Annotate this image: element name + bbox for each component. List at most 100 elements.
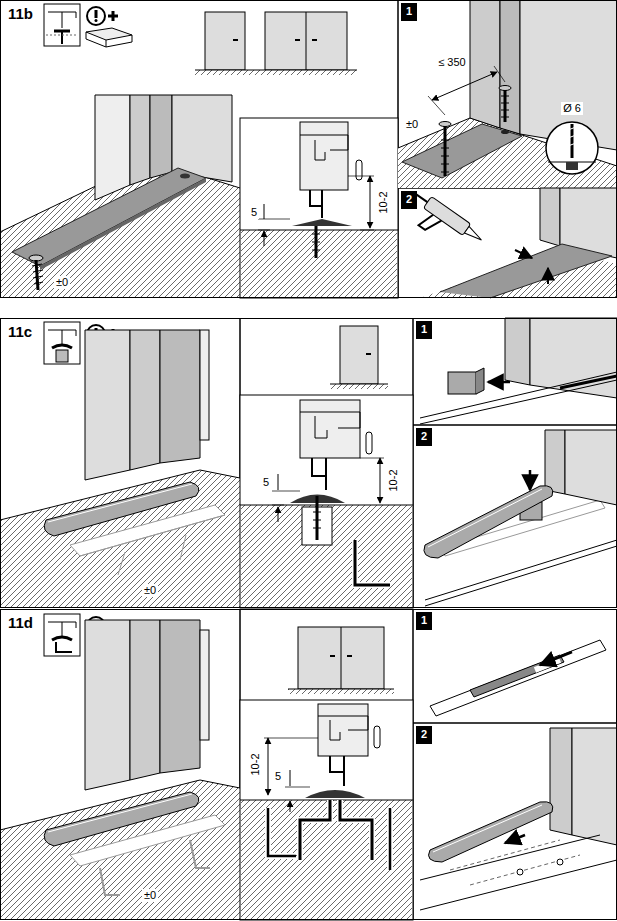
illustration-path [160, 330, 200, 463]
illustration-path [432, 72, 497, 100]
illustration-path [428, 489, 542, 547]
dimension-label: ±0 [54, 276, 70, 289]
illustration-path [240, 800, 413, 801]
illustration-rect [366, 432, 372, 454]
illustration-rect [265, 12, 347, 70]
illustration-path [464, 226, 483, 243]
illustration-ellipse [180, 174, 190, 179]
step-number-box: 2 [401, 191, 417, 209]
figure-panel: 11b12 [0, 0, 617, 298]
step-number: 2 [416, 726, 432, 742]
step-number: 1 [416, 321, 432, 337]
illustration-path [310, 190, 322, 218]
illustration-path [278, 474, 279, 522]
illustration-rect [300, 400, 360, 458]
illustration-path [48, 622, 76, 636]
illustration-path [306, 12, 307, 70]
illustration-path [529, 470, 532, 490]
illustration-circle [517, 869, 523, 875]
illustration-path [85, 620, 130, 790]
dimension-label: 5 [249, 206, 259, 219]
illustration-path [370, 176, 371, 228]
illustration-path [108, 11, 118, 21]
illustration-rect [205, 12, 245, 70]
dimension-label: Ø 6 [561, 102, 583, 115]
illustration-rect [255, 70, 357, 75]
illustration-path [300, 800, 372, 860]
illustration-path [355, 540, 390, 585]
illustration-circle [546, 122, 598, 174]
step-number-box: 2 [416, 428, 432, 446]
illustration-path [540, 188, 560, 246]
illustration-path [264, 738, 318, 739]
illustration-path [430, 640, 606, 716]
step-number: 2 [401, 191, 417, 207]
illustration-path [240, 318, 617, 608]
illustration-rect [240, 700, 413, 920]
illustration-path [500, 0, 520, 134]
illustration-path [547, 268, 549, 284]
step-number-box: 2 [416, 726, 432, 744]
illustration-path [313, 512, 321, 528]
illustration-path [233, 39, 238, 41]
illustration-rect [95, 10, 98, 18]
illustration-path [0, 780, 240, 920]
illustration-ellipse [499, 86, 511, 91]
illustration-path [130, 330, 160, 470]
illustration-path [130, 620, 160, 780]
illustration-path [48, 484, 192, 522]
illustration-circle [87, 7, 105, 25]
illustration-path [424, 486, 553, 558]
illustration-path [272, 491, 300, 505]
illustration-path [366, 353, 371, 355]
illustration-path [100, 840, 210, 895]
illustration-path [530, 318, 617, 398]
illustration-path [48, 12, 76, 28]
illustration-rect [195, 70, 255, 75]
illustration-path [285, 787, 310, 788]
illustration-rect [200, 330, 209, 440]
illustration-path [316, 496, 319, 540]
illustration-rect [56, 350, 68, 362]
illustration-ellipse [439, 122, 451, 127]
illustration-path [305, 790, 365, 798]
illustration-path [56, 642, 72, 652]
step-number: 2 [416, 428, 432, 444]
illustration-rect [298, 627, 384, 689]
illustration-path [505, 318, 530, 385]
illustration-path [255, 70, 357, 71]
illustration-path [12, 168, 206, 266]
figure-number: 11d [4, 613, 37, 634]
illustration-circle [95, 19, 98, 22]
illustration-rect [300, 122, 348, 190]
illustration-path [86, 32, 132, 47]
step-number-box: 1 [416, 612, 432, 630]
illustration-path [476, 368, 484, 394]
dimension-label: 10-2 [387, 467, 400, 493]
illustration-path [399, 192, 446, 235]
illustration-path [130, 95, 150, 185]
illustration-path [360, 458, 384, 459]
dimension-label: ±0 [142, 584, 158, 597]
step-number: 1 [416, 612, 432, 628]
illustration-path [429, 802, 553, 862]
illustration-g [399, 186, 486, 260]
illustration-path [48, 330, 76, 344]
illustration-ellipse [501, 130, 509, 134]
illustration-path [501, 96, 509, 117]
dimension-label: 5 [261, 476, 271, 489]
illustration-path [40, 178, 206, 270]
illustration-rect [241, 505, 412, 607]
illustration-path [264, 204, 265, 246]
illustration-path [341, 627, 342, 689]
illustration-path [505, 835, 525, 843]
illustration-path [565, 430, 617, 505]
illustration-path [300, 800, 372, 860]
illustration-path [348, 176, 374, 230]
illustration-path [288, 689, 394, 690]
illustration-path [160, 620, 200, 773]
illustration-path [330, 655, 352, 657]
